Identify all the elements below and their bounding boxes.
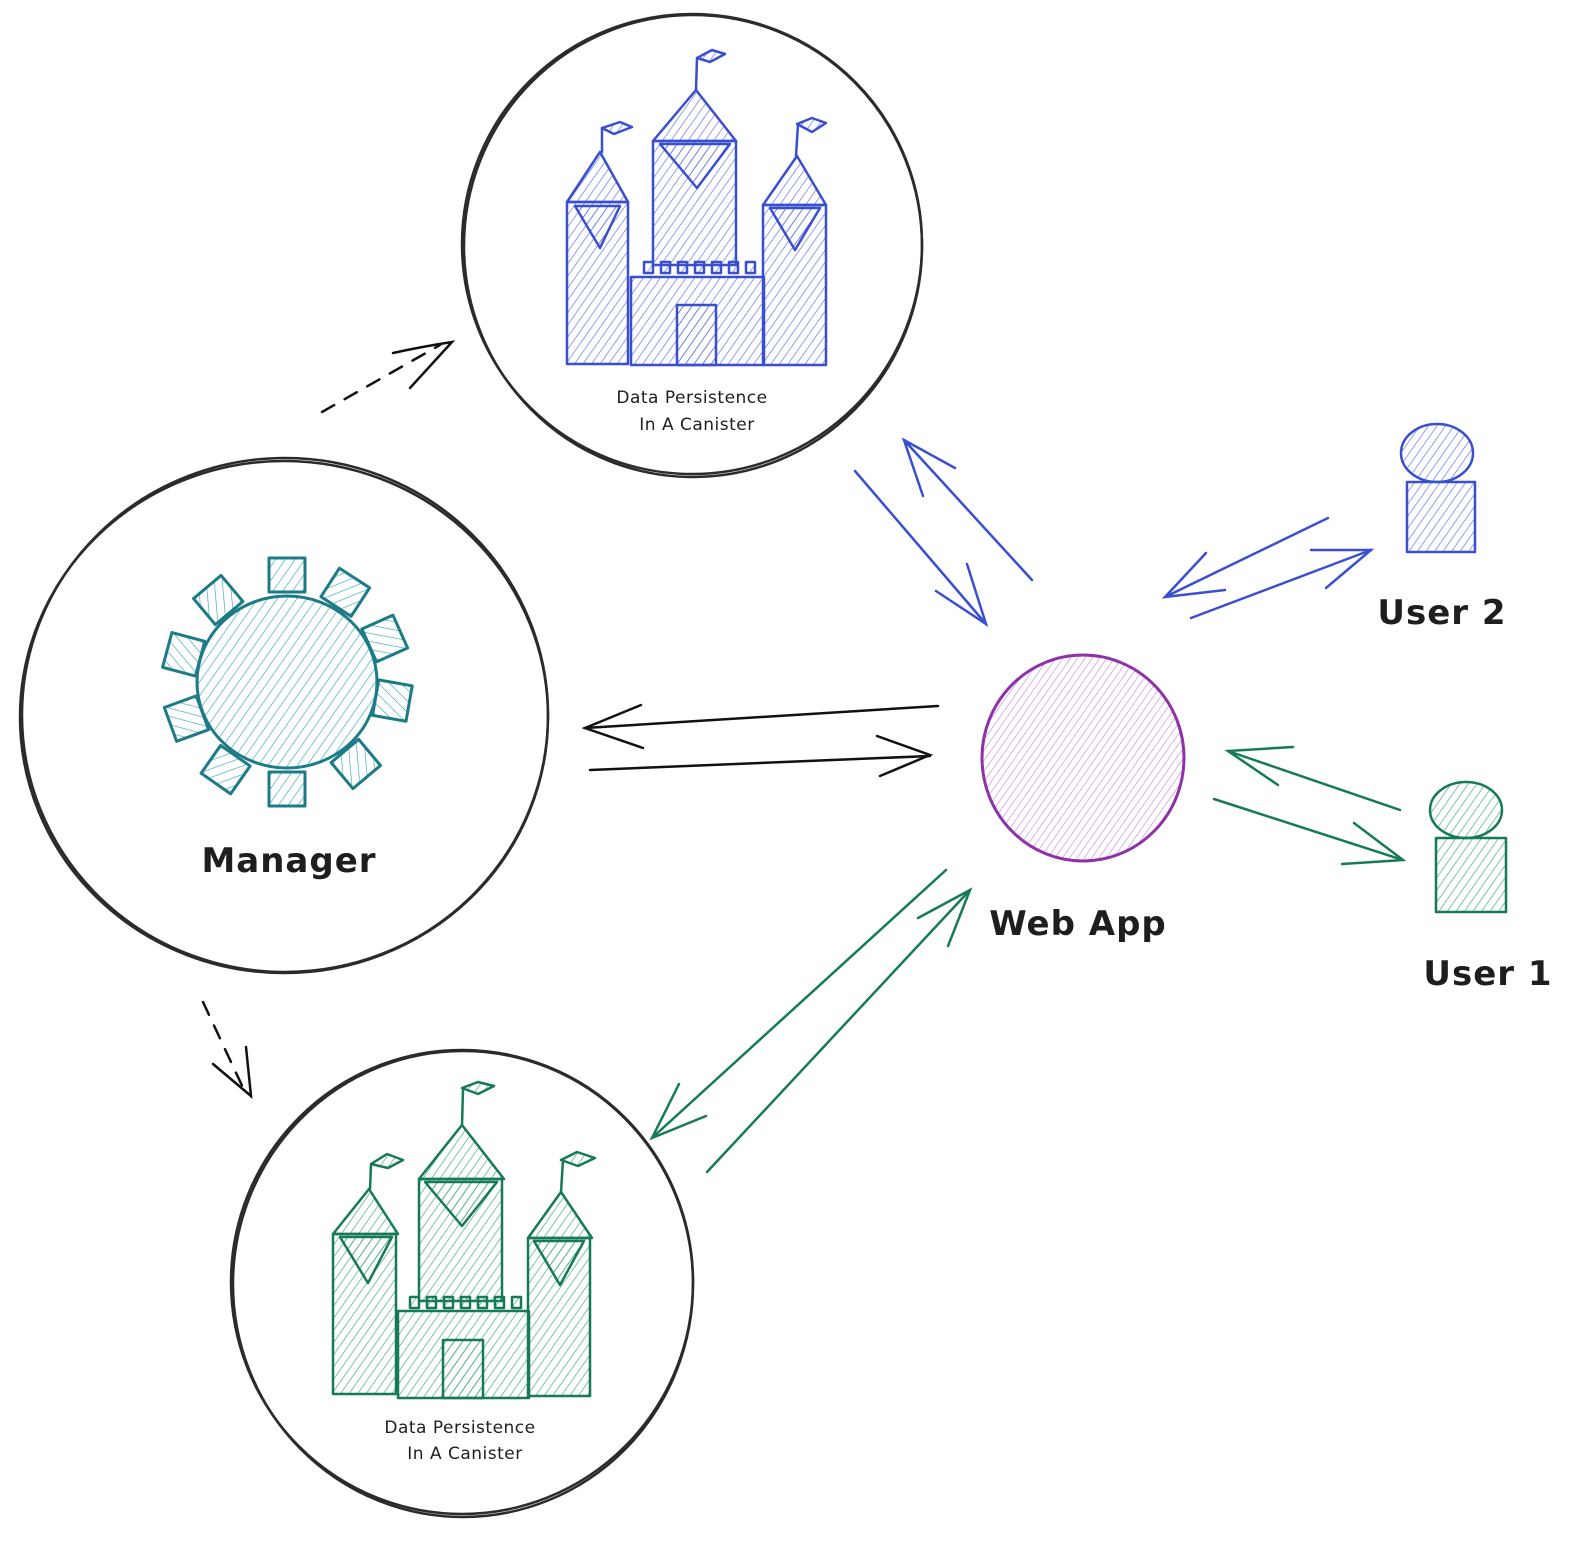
manager-node[interactable]: Manager (18, 456, 550, 975)
edge-web-app-to-canister-top[interactable] (901, 437, 1034, 582)
edge-manager-to-canister-top[interactable] (320, 340, 456, 414)
manager-label: Manager (201, 841, 376, 881)
web-app-label: Web App (989, 904, 1167, 944)
castle-icon (331, 1080, 597, 1400)
web-app-node[interactable]: Web App (980, 653, 1186, 944)
canister-top-node[interactable]: Data Persistence In A Canister (460, 12, 924, 479)
edge-manager-to-web-app[interactable] (588, 734, 934, 778)
user-1-label: User 1 (1423, 954, 1552, 994)
edge-web-app-to-user-1[interactable] (1212, 797, 1407, 866)
user-icon (1428, 780, 1508, 914)
canister-bottom-label-line2: In A Canister (407, 1444, 522, 1464)
canister-top-label-line2: In A Canister (639, 415, 754, 435)
circle-icon (980, 653, 1186, 863)
canister-top-outline-sketch (462, 13, 924, 479)
canister-bottom-outline-sketch (229, 1048, 695, 1516)
edge-web-app-to-manager[interactable] (581, 703, 940, 750)
edge-user-2-to-web-app[interactable] (1161, 516, 1330, 599)
gear-icon (161, 556, 414, 808)
user-icon (1399, 422, 1477, 554)
edge-manager-to-canister-bottom[interactable] (201, 1000, 253, 1099)
castle-icon (565, 48, 828, 367)
edge-web-app-to-canister-bottom[interactable] (649, 868, 948, 1141)
edge-canister-bottom-to-web-app[interactable] (705, 887, 973, 1174)
edge-web-app-to-user-2[interactable] (1189, 548, 1375, 620)
user-2-label: User 2 (1377, 593, 1506, 633)
manager-outline-sketch (20, 456, 550, 974)
edge-user-1-to-web-app[interactable] (1224, 745, 1402, 812)
user-2-node[interactable]: User 2 (1377, 422, 1506, 633)
edge-canister-top-to-web-app[interactable] (853, 469, 989, 627)
canister-top-label-line1: Data Persistence (616, 388, 767, 408)
canister-bottom-node[interactable]: Data Persistence In A Canister (229, 1048, 695, 1519)
user-1-node[interactable]: User 1 (1423, 780, 1552, 994)
canister-bottom-label-line1: Data Persistence (384, 1418, 535, 1438)
